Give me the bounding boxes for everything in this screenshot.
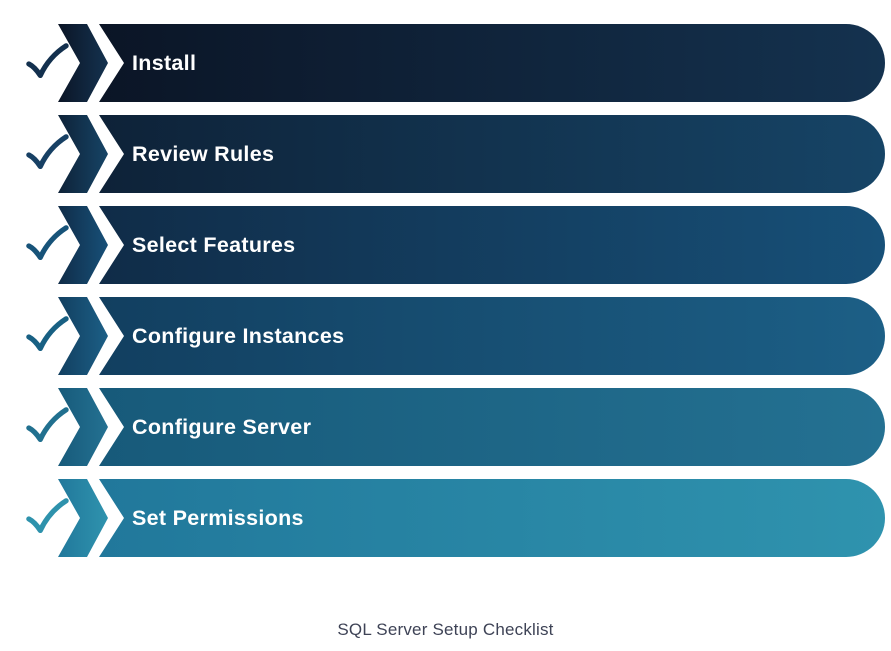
step-label: Review Rules: [132, 141, 275, 166]
step-row-configure-instances: Configure Instances: [0, 297, 891, 375]
step-row-install: Install: [0, 24, 891, 102]
checkmark-icon: [26, 225, 69, 261]
step-row-select-features: Select Features: [0, 206, 891, 284]
checkmark-icon: [26, 498, 69, 534]
step-label: Select Features: [132, 232, 296, 257]
step-bar: Review Rules: [99, 115, 885, 193]
step-bar: Configure Instances: [99, 297, 885, 375]
checkmark-icon: [26, 43, 69, 79]
step-bar: Configure Server: [99, 388, 885, 466]
step-label: Install: [132, 50, 197, 75]
step-bar: Install: [99, 24, 885, 102]
checkmark-icon: [26, 316, 69, 352]
step-bar: Select Features: [99, 206, 885, 284]
step-row-configure-server: Configure Server: [0, 388, 891, 466]
diagram-caption: SQL Server Setup Checklist: [337, 620, 554, 639]
step-row-set-permissions: Set Permissions: [0, 479, 891, 557]
step-row-review-rules: Review Rules: [0, 115, 891, 193]
checkmark-icon: [26, 407, 69, 443]
step-label: Set Permissions: [132, 505, 304, 530]
step-bar: Set Permissions: [99, 479, 885, 557]
step-label: Configure Instances: [132, 323, 345, 348]
checkmark-icon: [26, 134, 69, 170]
step-label: Configure Server: [132, 414, 312, 439]
